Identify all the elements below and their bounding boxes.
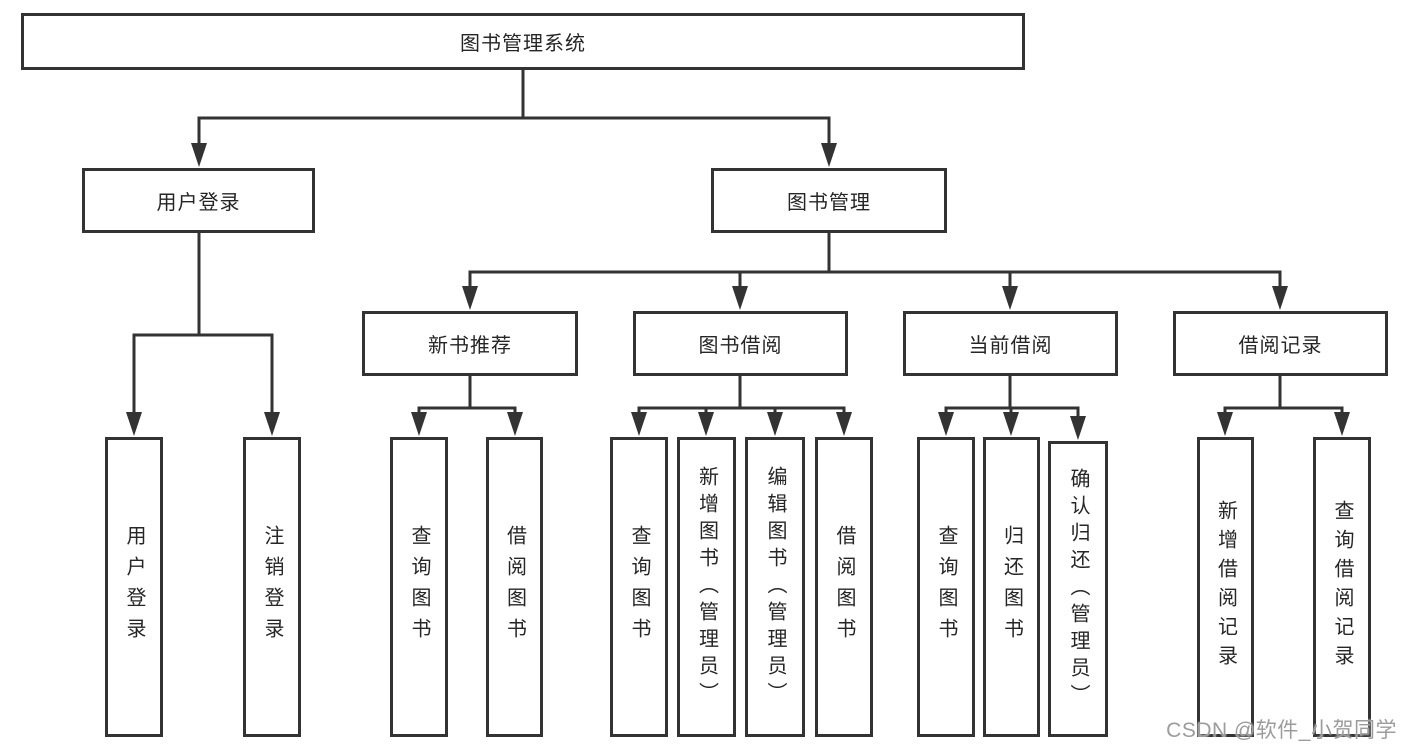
connector-borrow-records-children [1217,375,1350,436]
node-query-books-1: 查询图书 [390,437,448,737]
node-label: 借阅图书 [503,525,526,649]
node-label: 查询图书 [408,525,430,649]
node-label: 新增借阅记录 [1214,500,1237,674]
node-label: 借阅图书 [833,525,855,649]
node-label: 查询图书 [628,525,650,649]
node-current-borrow: 当前借阅 [903,311,1118,376]
node-edit-book-admin: 编辑图书（管理员） [745,437,805,737]
node-query-books-2: 查询图书 [610,437,668,737]
node-user-login: 用户登录 [82,168,315,233]
node-label: 注销登录 [261,525,283,649]
node-logout: 注销登录 [243,437,301,737]
node-return-book: 归还图书 [983,437,1040,737]
node-query-books-3: 查询图书 [917,437,975,737]
node-borrow-books-2: 借阅图书 [815,437,873,737]
node-add-borrow-record: 新增借阅记录 [1197,437,1254,737]
node-book-borrow: 图书借阅 [633,311,848,376]
node-query-borrow-record: 查询借阅记录 [1313,437,1371,737]
csdn-watermark: CSDN @软件_小贺同学 [1166,719,1397,742]
connector-root-to-level2 [191,68,837,167]
node-new-book-recommend: 新书推荐 [362,311,578,376]
node-label: 查询图书 [935,525,957,649]
connector-new-book-recommend-children [411,375,523,436]
connector-book-borrow-children [631,375,852,436]
node-label: 用户登录 [123,525,145,649]
connector-user-login-children [126,232,280,436]
node-root: 图书管理系统 [21,13,1025,70]
node-user-login-leaf: 用户登录 [105,437,163,737]
node-add-book-admin: 新增图书（管理员） [677,437,736,737]
node-borrow-records: 借阅记录 [1173,311,1388,376]
connector-current-borrow-children [938,375,1086,440]
node-label: 确认归还（管理员） [1067,467,1089,711]
node-borrow-books-1: 借阅图书 [486,437,543,737]
node-book-management: 图书管理 [711,168,947,233]
node-label: 新增图书（管理员） [695,465,718,709]
node-label: 编辑图书（管理员） [764,465,786,709]
node-confirm-return-admin: 确认归还（管理员） [1048,441,1108,737]
node-label: 归还图书 [1000,525,1023,649]
connector-book-management-children [462,232,1288,310]
node-label: 查询借阅记录 [1331,500,1353,674]
